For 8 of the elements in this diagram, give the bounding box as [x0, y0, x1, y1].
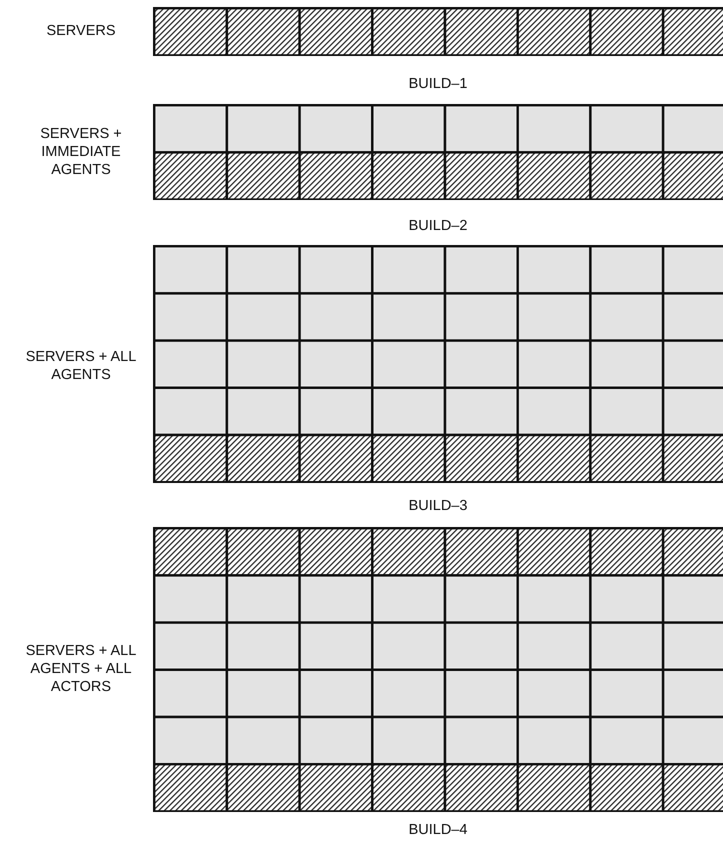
row-label: SERVERS + ALL AGENTS	[24, 348, 138, 384]
build-caption: BUILD–2	[408, 218, 468, 234]
row-label: SERVERS	[45, 22, 117, 40]
row-label: SERVERS + ALL AGENTS + ALL ACTORS	[24, 642, 138, 696]
build-caption: BUILD–4	[408, 822, 468, 838]
build-caption: BUILD–1	[408, 76, 468, 92]
build-caption: BUILD–3	[408, 498, 468, 514]
row-label: SERVERS + IMMEDIATE AGENTS	[39, 125, 123, 179]
